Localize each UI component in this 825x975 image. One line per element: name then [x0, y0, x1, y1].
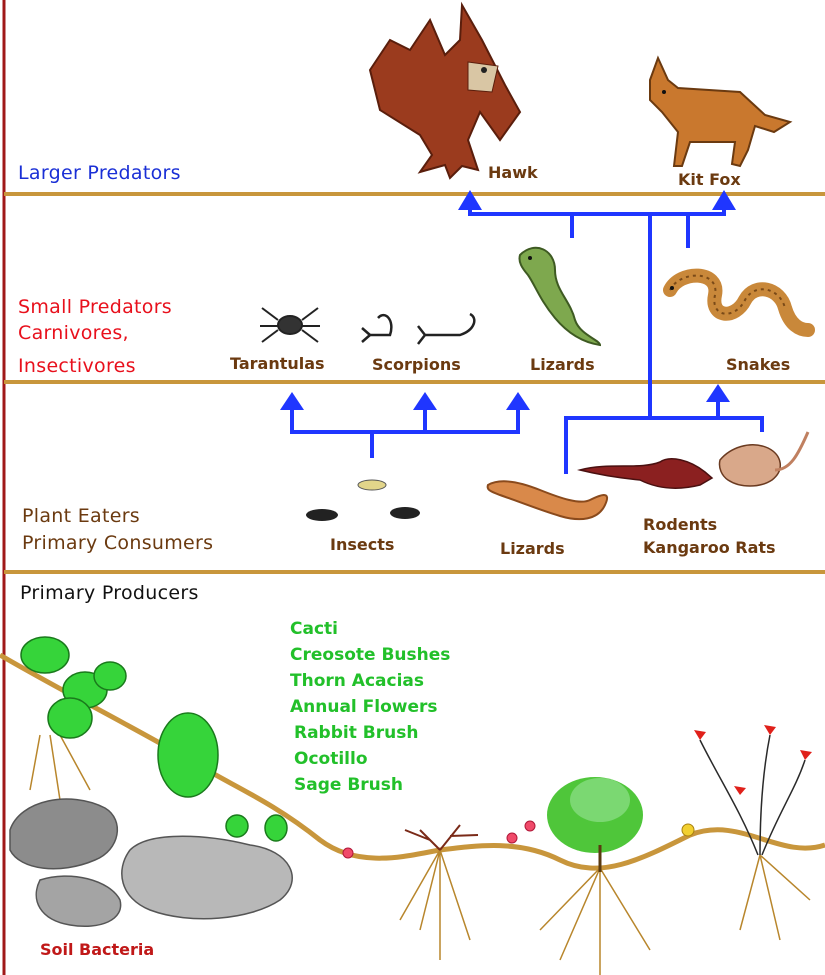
label-soil-bacteria: Soil Bacteria — [40, 940, 154, 959]
label-hawk: Hawk — [488, 163, 538, 182]
label-insects: Insects — [330, 535, 394, 554]
arrows-to-small-predators — [292, 410, 518, 458]
rodents-illustration — [580, 432, 808, 488]
insects-illustration — [306, 480, 420, 521]
label-scorpions: Scorpions — [372, 355, 461, 374]
producer-cacti: Cacti — [290, 616, 450, 642]
tier-label-plant-eaters: Plant Eaters — [22, 505, 140, 527]
producer-rabbit-brush: Rabbit Brush — [290, 720, 450, 746]
arrowhead-tarantulas — [280, 392, 304, 410]
scorpions-illustration — [362, 314, 474, 344]
producer-ocotillo: Ocotillo — [290, 746, 450, 772]
label-lizards-predator: Lizards — [530, 355, 595, 374]
hawk-illustration — [370, 5, 520, 178]
label-kangaroo-rats: Kangaroo Rats — [643, 538, 776, 557]
producer-thorn-acacias: Thorn Acacias — [290, 668, 450, 694]
kit-fox-illustration — [650, 58, 790, 166]
producer-sage-brush: Sage Brush — [290, 772, 450, 798]
tier-label-larger-predators: Larger Predators — [18, 162, 181, 184]
label-rodents: Rodents — [643, 515, 717, 534]
rocks-illustration — [10, 799, 292, 926]
label-tarantulas: Tarantulas — [230, 354, 325, 373]
label-lizards-consumer: Lizards — [500, 539, 565, 558]
annual-flowers-illustration — [343, 821, 694, 858]
arrows-to-larger-predators — [470, 210, 762, 474]
creosote-bush-illustration — [547, 777, 643, 872]
producer-creosote-bushes: Creosote Bushes — [290, 642, 450, 668]
arrowhead-scorpions — [413, 392, 437, 410]
tarantula-illustration — [260, 308, 320, 342]
lizard-consumer-illustration — [488, 481, 607, 519]
tier-label-carnivores: Carnivores, — [18, 322, 129, 344]
producer-annual-flowers: Annual Flowers — [290, 694, 450, 720]
producers-list: Cacti Creosote Bushes Thorn Acacias Annu… — [290, 616, 450, 798]
tier-label-small-predators: Small Predators — [18, 296, 172, 318]
tier-label-insectivores: Insectivores — [18, 355, 136, 377]
label-snakes: Snakes — [726, 355, 790, 374]
tier-label-primary-consumers: Primary Consumers — [22, 532, 213, 554]
tier-label-primary-producers: Primary Producers — [20, 582, 199, 604]
lizard-predator-illustration — [519, 248, 600, 345]
arrowhead-snakes — [706, 384, 730, 402]
label-kit-fox: Kit Fox — [678, 170, 741, 189]
snake-illustration — [670, 276, 808, 330]
arrowhead-lizards — [506, 392, 530, 410]
